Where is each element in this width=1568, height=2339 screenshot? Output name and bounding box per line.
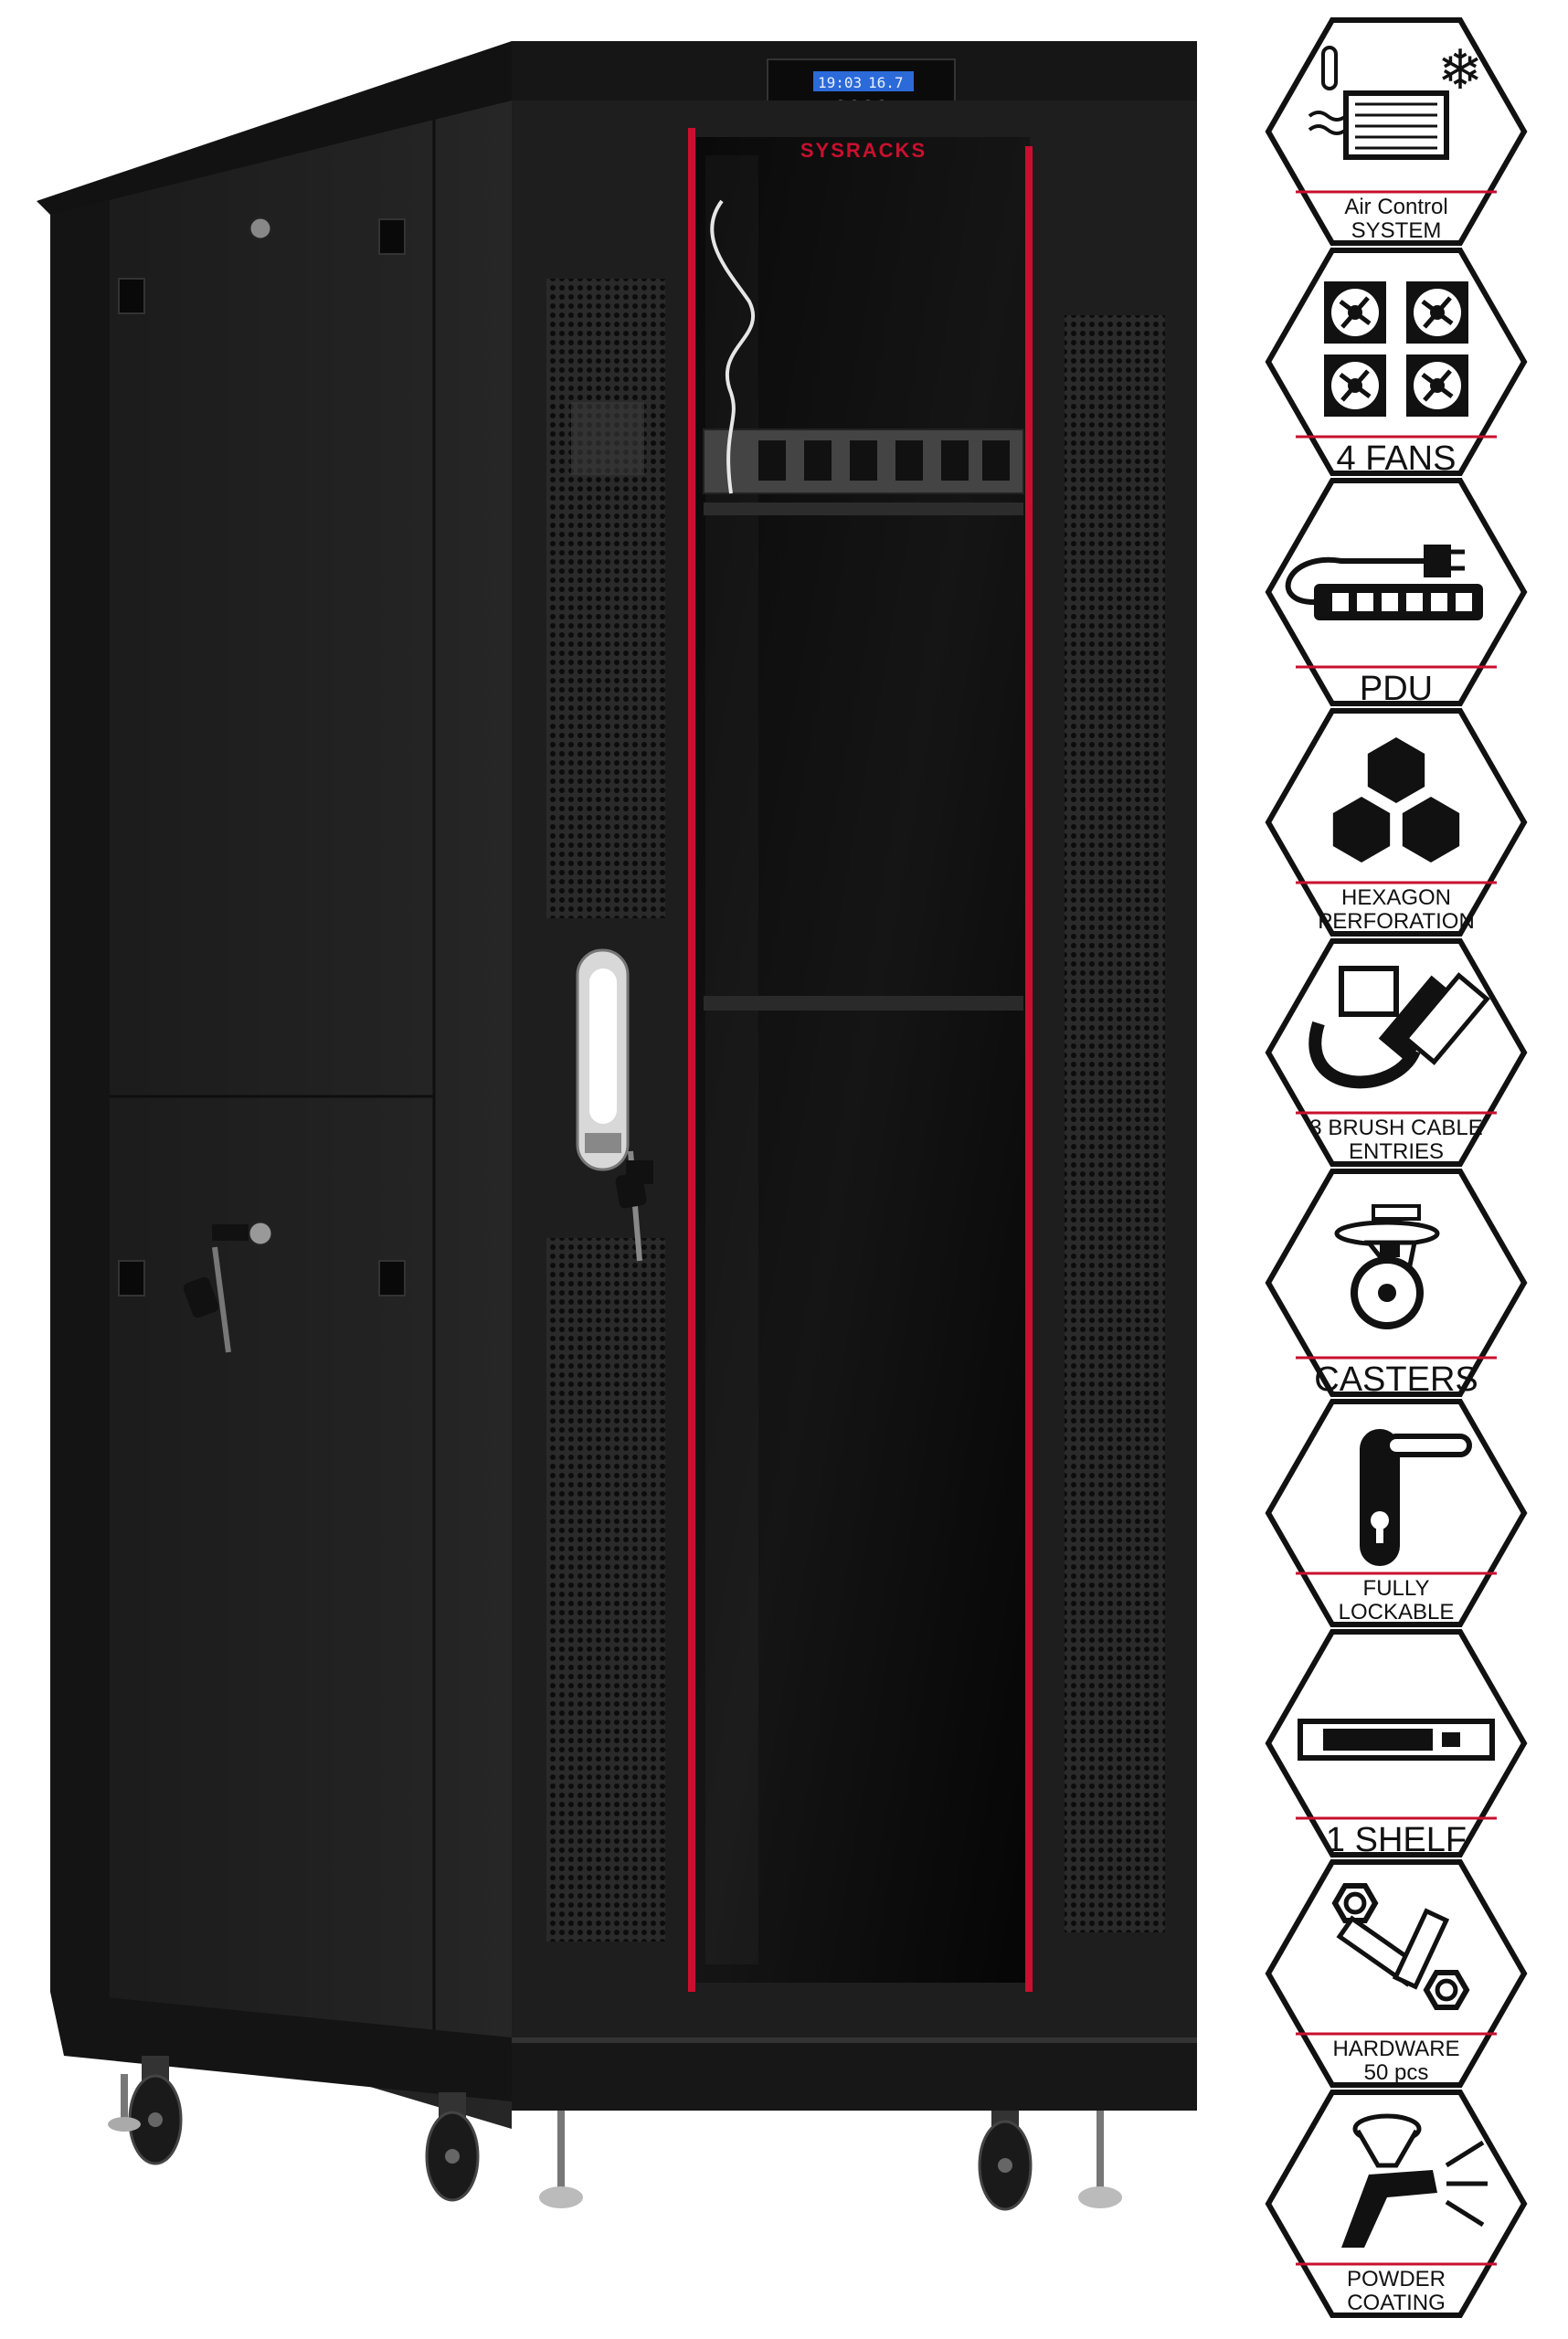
feature-label: CASTERS	[1314, 1360, 1478, 1399]
side-latch	[378, 218, 406, 255]
display-temp: 16.7	[868, 74, 904, 91]
feature-label: 1 SHELF	[1326, 1821, 1467, 1859]
feature-label: HEXAGON	[1341, 885, 1451, 910]
red-trim	[1025, 146, 1033, 1992]
side-lock	[248, 216, 273, 241]
feature-label: Air Control	[1344, 195, 1447, 219]
side-lock	[247, 1220, 274, 1247]
leveling-foot	[539, 2111, 583, 2208]
shelf	[704, 996, 1023, 1011]
feature-label: LOCKABLE	[1339, 1600, 1455, 1625]
leveling-foot	[108, 2074, 141, 2132]
pdu-icon	[1285, 545, 1483, 620]
feature-label: PERFORATION	[1318, 909, 1475, 934]
caster-icon	[1334, 1204, 1440, 1329]
feature-badge-fans: 4 FANS	[1265, 248, 1528, 478]
feature-badge-pdu: PDU	[1265, 478, 1528, 708]
svg-text:❄: ❄	[1437, 39, 1483, 101]
key-icon	[615, 1150, 653, 1262]
feature-badge-shelf: 1 SHELF	[1265, 1629, 1528, 1859]
pdu-strip	[703, 429, 1024, 494]
caster-wheel	[978, 2111, 1033, 2211]
feature-label: 3 BRUSH CABLE	[1309, 1116, 1482, 1140]
shelf-icon	[1298, 1719, 1495, 1761]
red-trim	[688, 128, 695, 1992]
air-control-icon: ❄	[1308, 39, 1483, 160]
side-panel	[50, 87, 512, 2129]
feature-label: COATING	[1347, 2291, 1446, 2315]
feature-label: PDU	[1360, 670, 1433, 708]
feature-label: HARDWARE	[1332, 2037, 1459, 2061]
cable-icon	[1308, 966, 1490, 1089]
feature-label: 4 FANS	[1337, 439, 1457, 478]
fans-icon	[1324, 281, 1468, 417]
base-plinth	[512, 2037, 1197, 2111]
perforated-panel	[546, 279, 665, 918]
shelf	[704, 503, 1023, 515]
perforated-panel	[1065, 315, 1165, 1932]
feature-badge-casters: CASTERS	[1265, 1169, 1528, 1399]
side-latch	[118, 1260, 145, 1297]
door-handle[interactable]	[576, 948, 630, 1171]
feature-label: POWDER	[1347, 2267, 1446, 2291]
feature-label: ENTRIES	[1349, 1139, 1444, 1164]
spray-gun-icon	[1341, 2113, 1488, 2248]
door-handle-icon	[1360, 1429, 1472, 1566]
side-latch	[118, 278, 145, 314]
leveling-foot	[1078, 2111, 1122, 2208]
screws-icon	[1331, 1882, 1470, 2011]
side-latch	[378, 1260, 406, 1297]
server-rack-cabinet: 19:03 16.7 SYSRACKS	[37, 41, 1197, 2211]
feature-label: 50 pcs	[1364, 2060, 1429, 2085]
power-cable	[710, 199, 756, 494]
hexagon-icon	[1332, 737, 1460, 863]
caster-wheel	[425, 2092, 480, 2202]
key-icon	[183, 1224, 249, 1353]
display-time: 19:03	[818, 74, 862, 91]
perforated-panel	[546, 1238, 665, 1942]
feature-label: SYSTEM	[1351, 218, 1442, 243]
caster-wheel	[128, 2056, 183, 2165]
brand-logo: SYSRACKS	[800, 139, 927, 162]
feature-label: FULLY	[1363, 1576, 1430, 1601]
